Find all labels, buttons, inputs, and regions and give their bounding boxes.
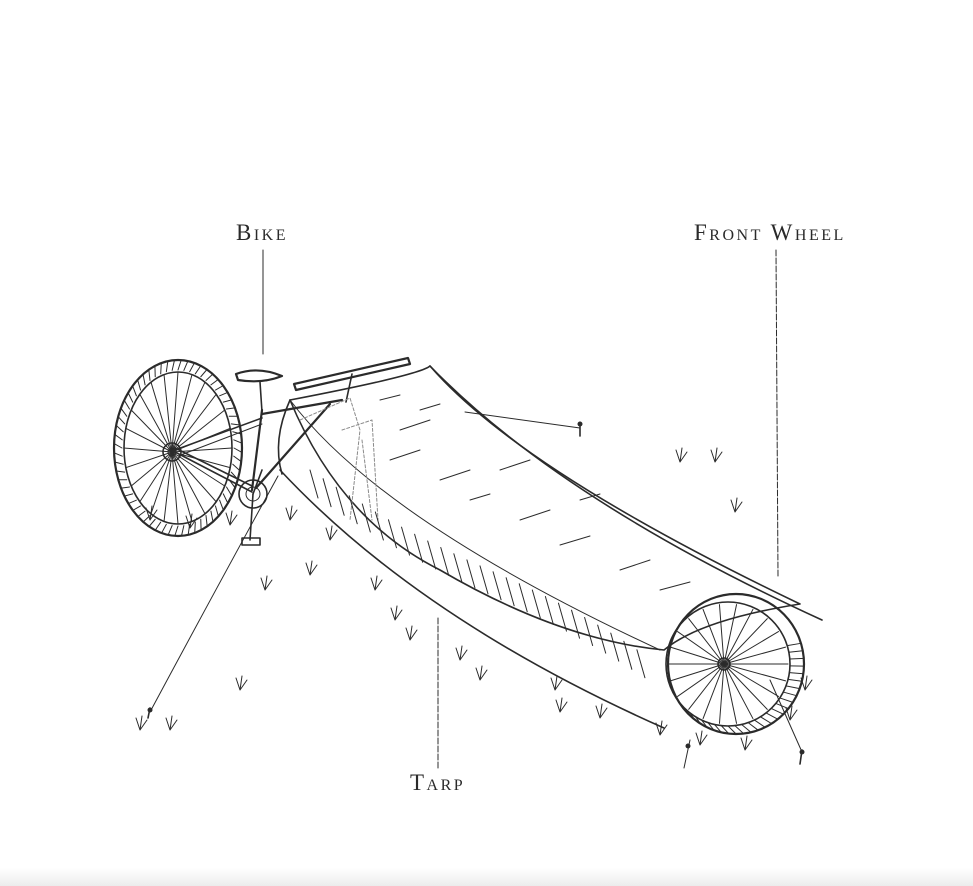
rear-wheel <box>114 360 242 536</box>
bottom-edge-shade <box>0 868 973 886</box>
front-wheel <box>666 594 804 734</box>
leader-lines <box>263 250 778 770</box>
tarp-label: Tarp <box>410 770 465 796</box>
front-wheel-label: Front Wheel <box>694 220 846 246</box>
bike-label: Bike <box>236 220 288 246</box>
